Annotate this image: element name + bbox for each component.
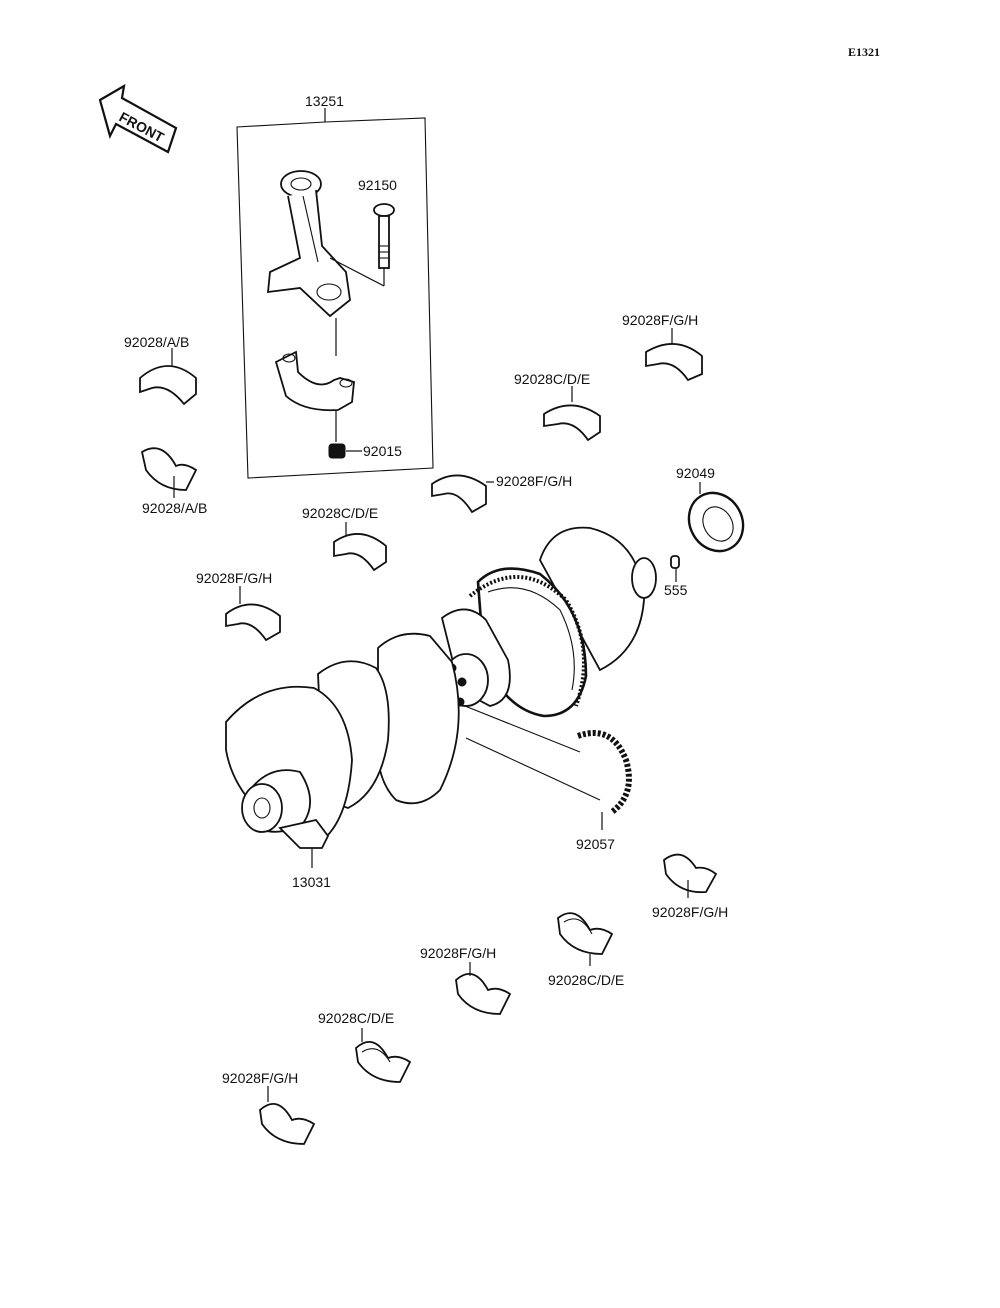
label-bearing-ab-lower: 92028/A/B (142, 500, 207, 516)
label-crankshaft: 13031 (292, 874, 331, 890)
crankshaft (225, 526, 657, 868)
label-bearing-cde-lower-right: 92028C/D/E (548, 972, 624, 988)
bearing-fgh-left (225, 586, 281, 642)
bearing-fgh-bottom (259, 1086, 316, 1145)
conrod-cap (274, 318, 355, 442)
label-bearing-cde-lower-left: 92028C/D/E (318, 1010, 394, 1026)
bearing-cde-mid (333, 522, 387, 572)
label-oil-seal: 92049 (676, 465, 715, 481)
bearing-cde-lower-left (355, 1028, 412, 1083)
label-pin: 555 (664, 582, 688, 598)
bearing-fgh-mid (431, 474, 494, 514)
conrod-nut (328, 443, 362, 459)
front-label: FRONT (117, 109, 167, 146)
label-bearing-fgh-mid: 92028F/G/H (496, 473, 572, 489)
label-bearing-fgh-top-right: 92028F/G/H (622, 312, 698, 328)
bearing-fgh-lower-right (663, 853, 718, 898)
bearing-fgh-top-right (645, 328, 703, 382)
connecting-rod (266, 170, 351, 318)
conrod-bolt (329, 203, 395, 287)
label-bearing-fgh-bottom: 92028F/G/H (222, 1070, 298, 1086)
label-bearing-fgh-lower-mid: 92028F/G/H (420, 945, 496, 961)
cam-chain (459, 703, 632, 830)
label-bearing-cde-top: 92028C/D/E (514, 371, 590, 387)
pin (670, 555, 680, 582)
bearing-cde-top (543, 386, 601, 442)
label-bearing-ab-upper: 92028/A/B (124, 334, 189, 350)
label-conrod-assembly: 13251 (305, 93, 344, 109)
label-cam-chain: 92057 (576, 836, 615, 852)
label-conrod-bolt: 92150 (358, 177, 397, 193)
conrod-assembly-box (236, 108, 434, 479)
label-bearing-fgh-left: 92028F/G/H (196, 570, 272, 586)
bearing-ab-lower (140, 447, 198, 498)
front-direction-arrow: FRONT (98, 83, 178, 154)
bearing-cde-lower-right (557, 912, 614, 966)
oil-seal (687, 482, 745, 553)
page-code: E1321 (848, 45, 880, 59)
label-bearing-fgh-lower-right: 92028F/G/H (652, 904, 728, 920)
bearing-ab-upper (139, 348, 197, 406)
bearing-fgh-lower-mid (455, 962, 512, 1015)
label-conrod-nut: 92015 (363, 443, 402, 459)
label-bearing-cde-mid: 92028C/D/E (302, 505, 378, 521)
